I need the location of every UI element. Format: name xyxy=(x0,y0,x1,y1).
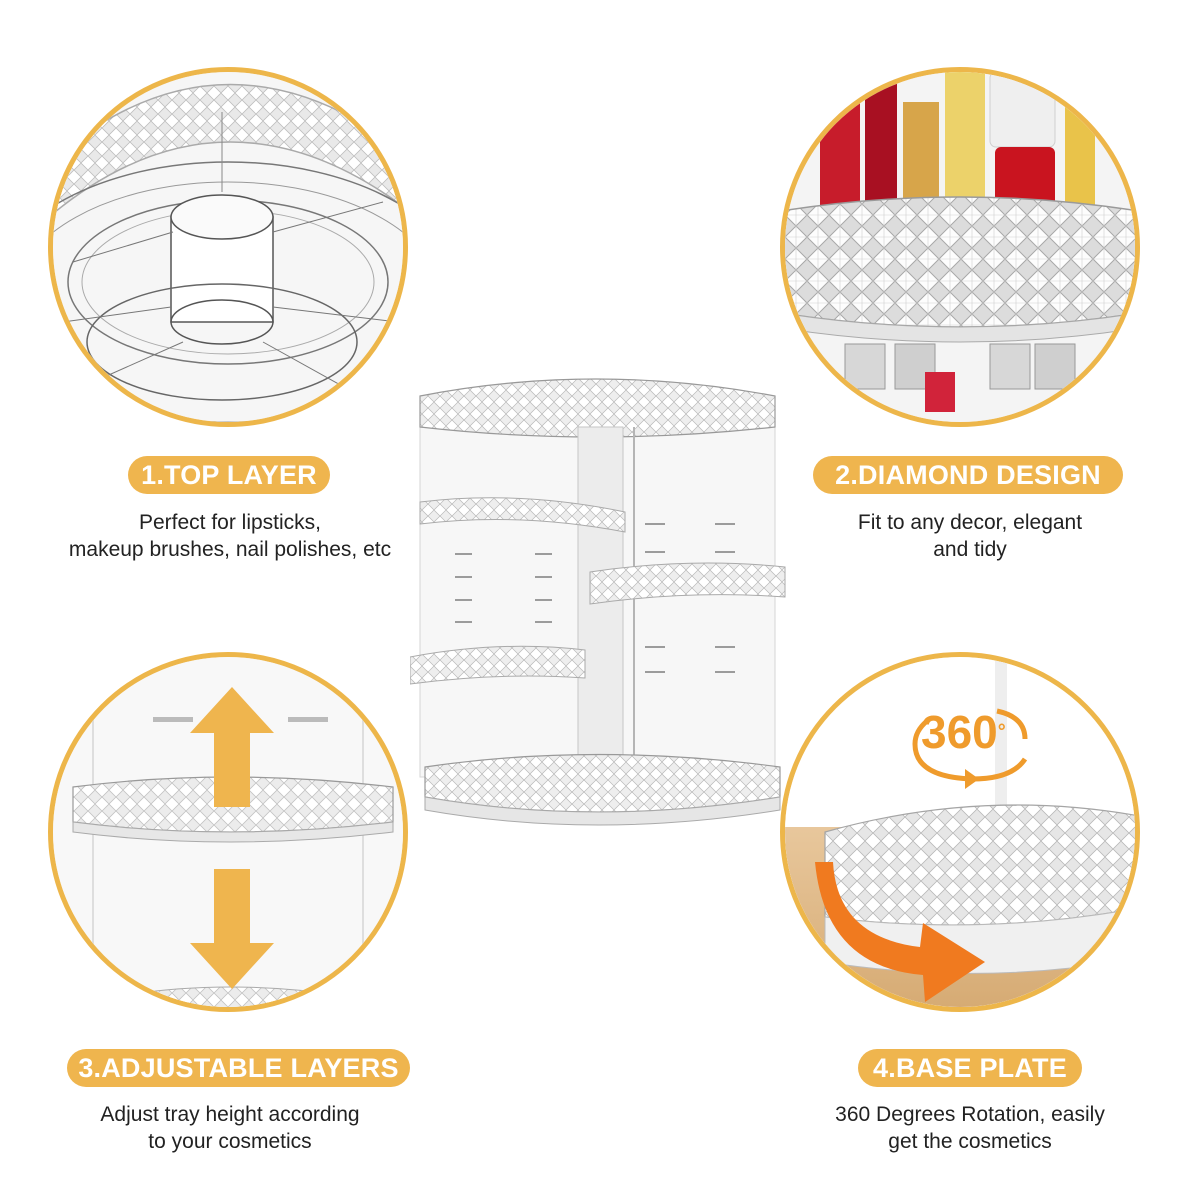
up-arrow-icon xyxy=(190,687,274,807)
diamond-design-image: Dior xyxy=(780,67,1140,427)
organizer-product-image xyxy=(410,378,786,826)
feature-title-adjustable-layers: 3.ADJUSTABLE LAYERS xyxy=(67,1049,410,1087)
feature-description-diamond-design: Fit to any decor, elegant and tidy xyxy=(770,509,1170,563)
feature-description-base-plate: 360 Degrees Rotation, easily get the cos… xyxy=(770,1101,1170,1155)
description-line: get the cosmetics xyxy=(888,1130,1052,1153)
base-plate-image: 360° xyxy=(780,652,1140,1012)
description-line: makeup brushes, nail polishes, etc xyxy=(68,538,392,561)
rotation-badge: 360° xyxy=(907,699,1037,789)
description-line: Fit to any decor, elegant xyxy=(857,511,1083,534)
top-layer-image xyxy=(48,67,408,427)
description-line: Adjust tray height according xyxy=(100,1103,360,1126)
description-line: to your cosmetics xyxy=(148,1130,312,1153)
feature-title-diamond-design: 2.DIAMOND DESIGN xyxy=(813,456,1123,494)
description-line: and tidy xyxy=(933,538,1007,561)
adjustable-layers-image xyxy=(48,652,408,1012)
down-arrow-icon xyxy=(190,869,274,989)
feature-title-top-layer: 1.TOP LAYER xyxy=(128,456,330,494)
feature-title-base-plate: 4.BASE PLATE xyxy=(858,1049,1082,1087)
degree-symbol: ° xyxy=(997,721,1006,743)
feature-description-top-layer: Perfect for lipsticks, makeup brushes, n… xyxy=(30,509,430,563)
rotation-value: 360 xyxy=(921,706,998,758)
feature-description-adjustable-layers: Adjust tray height according to your cos… xyxy=(30,1101,430,1155)
rotation-icon xyxy=(912,708,1028,789)
description-line: Perfect for lipsticks, xyxy=(138,511,322,534)
description-line: 360 Degrees Rotation, easily xyxy=(835,1103,1105,1126)
curved-arrow-icon xyxy=(815,862,985,1002)
